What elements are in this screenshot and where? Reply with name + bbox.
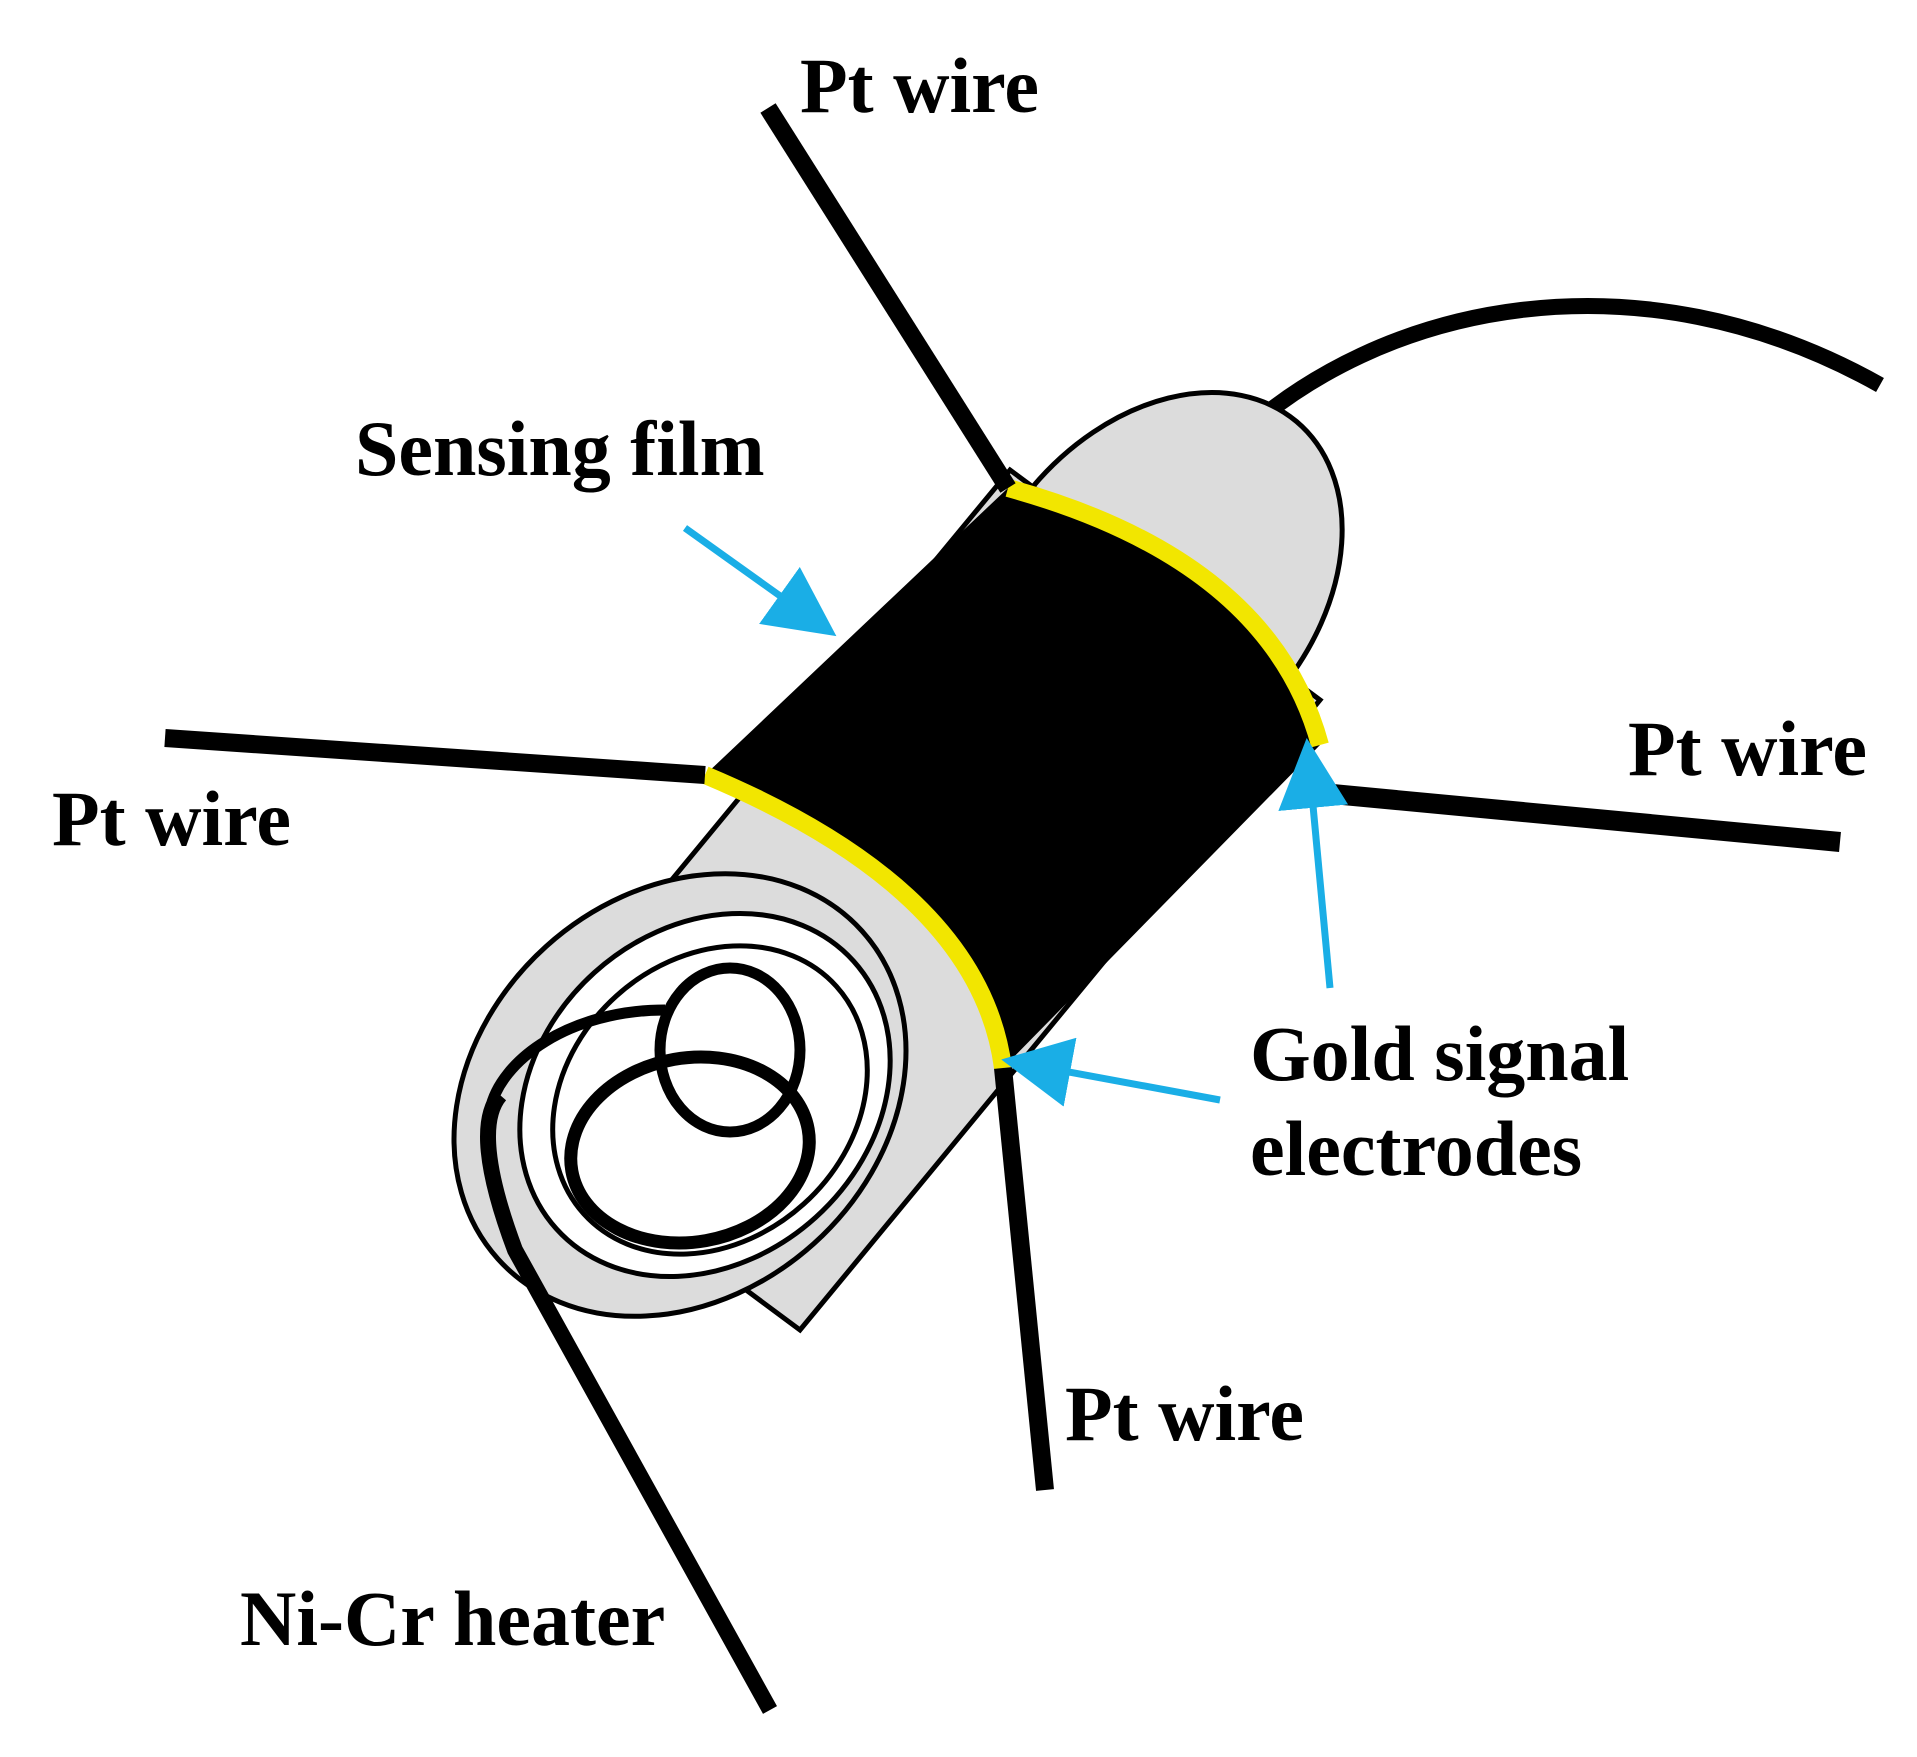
label-pt-wire-right: Pt wire: [1628, 705, 1867, 792]
gold-arrow-upper: [1278, 738, 1349, 989]
pt-wire-top: [760, 103, 1016, 493]
gold-electrode-upper: [1005, 479, 1329, 748]
label-pt-wire-top: Pt wire: [800, 42, 1039, 129]
gold-electrode-lower: [701, 766, 1012, 1070]
label-pt-wire-left: Pt wire: [52, 775, 291, 862]
gold-arrow-lower: [1001, 1037, 1221, 1107]
sensing-film-arrow: [682, 525, 837, 637]
label-ni-cr-heater: Ni-Cr heater: [240, 1575, 665, 1662]
heater-coil-inner-2: [654, 962, 806, 1138]
label-gold-line1: Gold signal: [1250, 1010, 1629, 1097]
pt-wire-left: [164, 729, 706, 784]
ni-cr-heater-wire: [480, 1089, 777, 1714]
heater-coil-inner-1: [564, 1050, 816, 1250]
label-pt-wire-bottom: Pt wire: [1065, 1370, 1304, 1457]
sensing-film: [705, 488, 1320, 1068]
heater-lead-top: [1224, 298, 1884, 451]
pt-wire-bottom: [994, 1067, 1054, 1491]
tube-bore: [550, 943, 870, 1257]
pt-wire-right: [1289, 780, 1841, 852]
heater-coil-lead: [484, 1004, 666, 1112]
label-gold-line2: electrodes: [1250, 1105, 1582, 1192]
label-sensing-film: Sensing film: [355, 405, 765, 492]
